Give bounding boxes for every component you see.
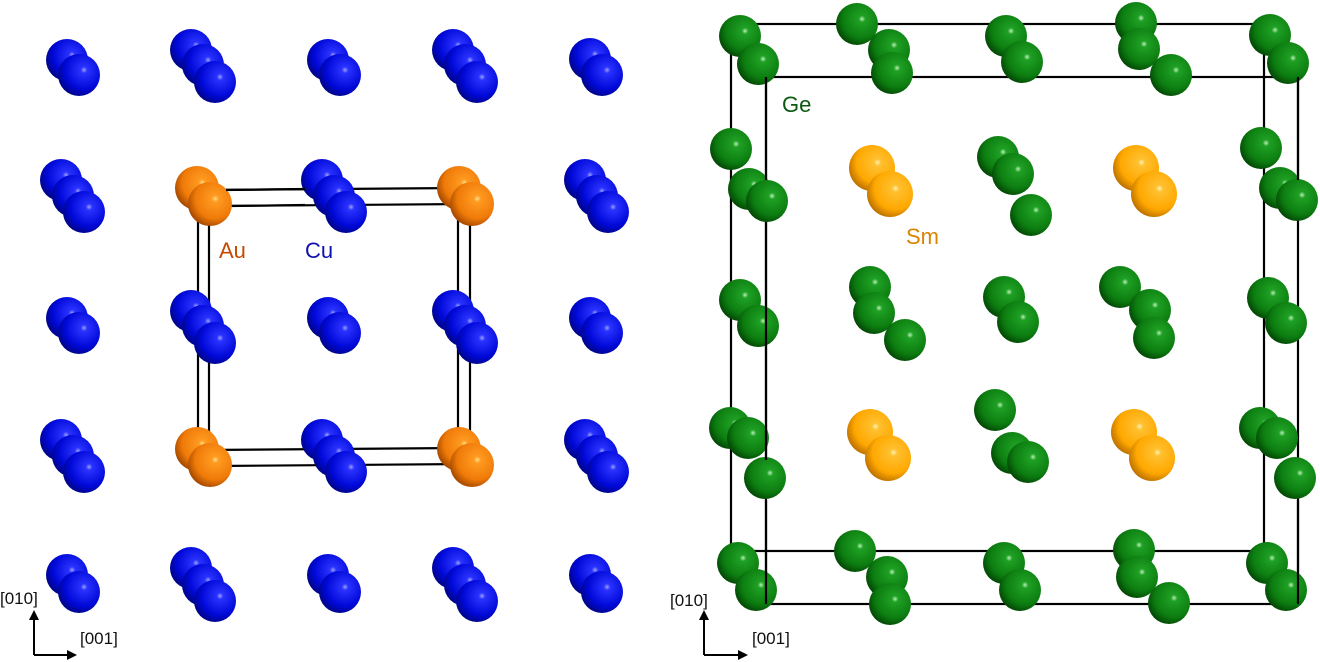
smge-structure-panel: Ge Sm [010] [001] [670,2,1318,660]
arrow-up-icon [29,610,39,620]
cu-atoms [40,29,629,622]
cu-label: Cu [305,238,333,263]
ge-atoms [709,2,1318,625]
aucu-structure-panel: Au Cu [010] [001] [0,29,629,660]
left-axis-right-label: [001] [80,629,118,648]
left-axis-indicator: [010] [001] [0,589,118,660]
arrow-right-icon [67,650,77,660]
au-label: Au [219,238,246,263]
aucu-unit-cell-front [225,187,306,208]
au-atoms [175,166,494,487]
arrow-up-icon [699,610,709,620]
right-axis-indicator: [010] [001] [670,591,790,660]
sm-atoms [847,145,1177,481]
arrow-right-icon [738,650,748,660]
sm-label: Sm [906,224,939,249]
smge-unit-cell-front [764,77,1300,604]
right-axis-right-label: [001] [752,629,790,648]
left-axis-up-label: [010] [0,589,38,608]
right-axis-up-label: [010] [670,591,708,610]
ge-label: Ge [782,92,811,117]
